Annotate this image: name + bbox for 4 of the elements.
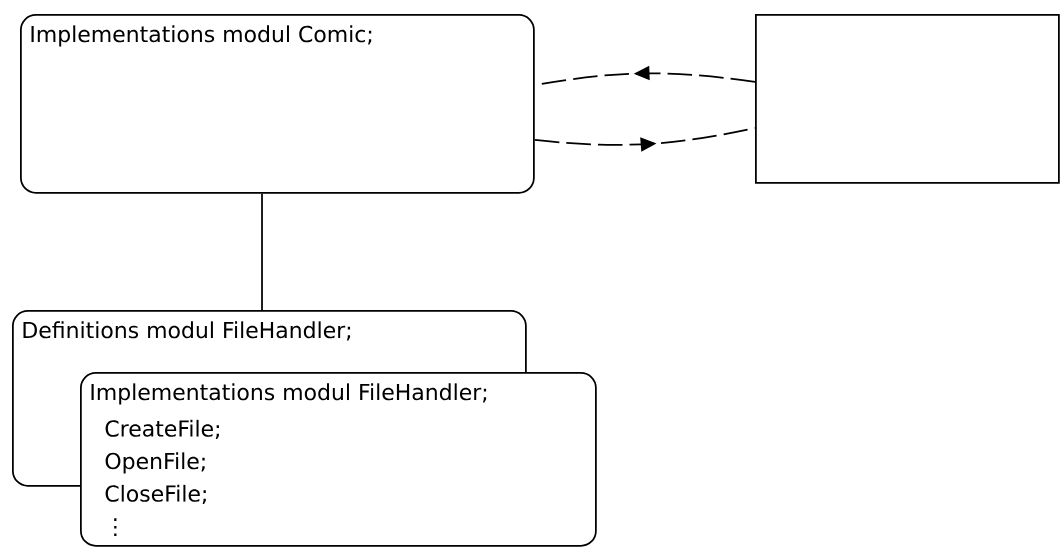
module-box: Implementations modul Comic; bbox=[20, 14, 535, 194]
module-box: Implementations modul FileHandler; CreateFile; OpenFile; CloseFile; ⋮ bbox=[80, 372, 597, 547]
connector bbox=[261, 192, 263, 311]
system-box bbox=[755, 14, 1060, 184]
